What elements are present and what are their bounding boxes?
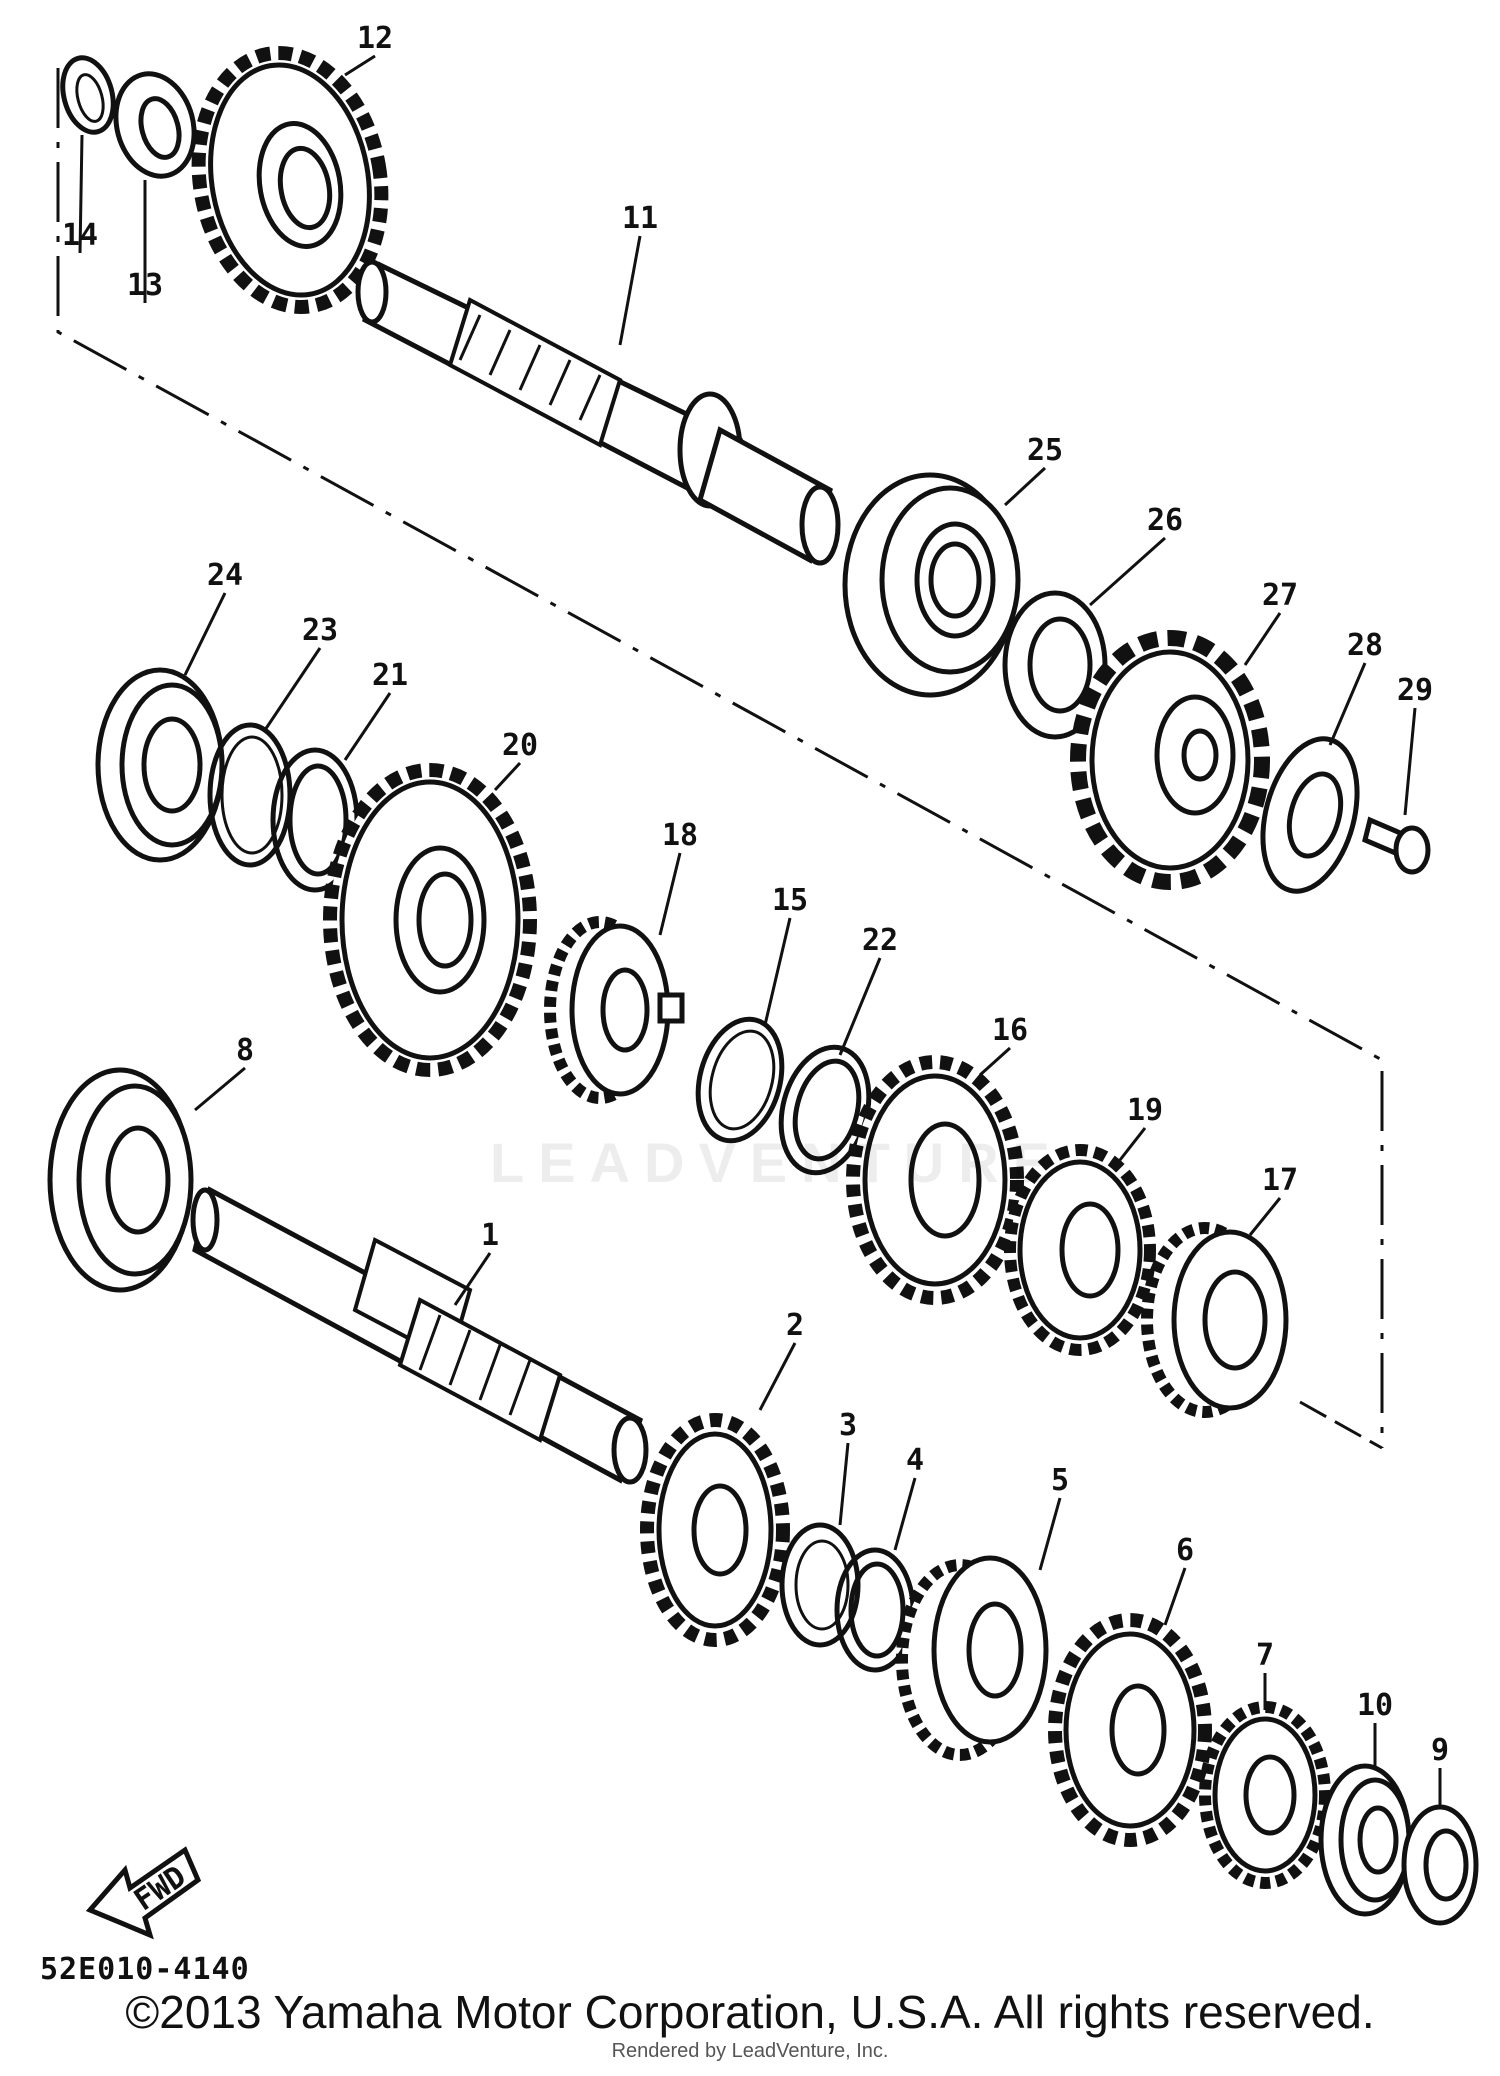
leader-line-11 <box>618 235 642 346</box>
part-2-gear[interactable] <box>640 1413 790 1647</box>
part-17-gear[interactable] <box>1141 1222 1289 1418</box>
callout-leaders <box>78 54 1442 1808</box>
watermark-text: LEADVENTURE <box>490 1131 1065 1194</box>
leader-line-22 <box>838 957 882 1056</box>
leader-line-29 <box>1403 707 1417 816</box>
part-25-bearing[interactable] <box>842 472 1021 698</box>
leader-line-15 <box>763 917 792 1026</box>
callout-label-10: 10 <box>1357 1688 1393 1723</box>
fwd-arrow-icon <box>85 1846 202 1940</box>
leader-line-26 <box>1089 536 1166 607</box>
part-14-circlip[interactable] <box>55 52 121 138</box>
part-23-circlip[interactable] <box>207 722 293 868</box>
diagram-code: 52E010-4140 <box>40 1952 250 1987</box>
part-13-washer[interactable] <box>105 65 205 185</box>
part-8-bearing[interactable] <box>47 1067 194 1293</box>
part-3-circlip[interactable] <box>779 1522 861 1648</box>
part-5-gear[interactable] <box>896 1555 1049 1761</box>
callout-label-26: 26 <box>1147 503 1183 538</box>
part-28-lock-washer[interactable] <box>1247 728 1372 901</box>
callout-label-4: 4 <box>906 1443 924 1478</box>
leader-line-5 <box>1038 1497 1062 1571</box>
part-19-gear[interactable] <box>1004 1144 1156 1356</box>
callout-label-27: 27 <box>1262 578 1298 613</box>
leader-line-1 <box>453 1252 492 1306</box>
callout-label-20: 20 <box>502 728 538 763</box>
callout-label-2: 2 <box>786 1308 804 1343</box>
part-15-circlip[interactable] <box>685 1010 794 1150</box>
leader-line-17 <box>1248 1197 1282 1236</box>
callout-label-19: 19 <box>1127 1093 1163 1128</box>
callout-label-13: 13 <box>127 268 163 303</box>
leader-line-19 <box>1118 1127 1147 1161</box>
callout-label-7: 7 <box>1256 1638 1274 1673</box>
part-24-bearing[interactable] <box>95 667 225 863</box>
part-12-gear[interactable] <box>179 38 401 321</box>
callout-label-11: 11 <box>622 201 658 236</box>
part-20-gear[interactable] <box>323 763 537 1077</box>
leader-line-2 <box>758 1342 797 1411</box>
leader-line-23 <box>263 647 322 731</box>
callout-label-28: 28 <box>1347 628 1383 663</box>
leader-line-24 <box>183 592 227 676</box>
leader-line-25 <box>1003 466 1047 507</box>
part-11-main-shaft[interactable] <box>355 259 841 566</box>
callout-label-15: 15 <box>772 883 808 918</box>
part-1-drive-axle[interactable] <box>190 1186 649 1485</box>
part-9-oil-seal[interactable] <box>1401 1804 1479 1926</box>
leader-line-6 <box>1163 1567 1187 1626</box>
leader-line-28 <box>1328 662 1367 746</box>
leader-line-21 <box>343 692 392 761</box>
callout-label-6: 6 <box>1176 1533 1194 1568</box>
leader-line-18 <box>658 852 682 936</box>
callout-label-18: 18 <box>662 818 698 853</box>
part-27-drive-sprocket[interactable] <box>1070 630 1270 890</box>
leader-line-20 <box>493 761 522 792</box>
callout-label-17: 17 <box>1262 1163 1298 1198</box>
part-6-gear[interactable] <box>1048 1613 1212 1847</box>
callout-label-22: 22 <box>862 923 898 958</box>
part-18-gear[interactable] <box>544 916 685 1104</box>
callout-label-24: 24 <box>207 558 243 593</box>
callout-label-9: 9 <box>1431 1733 1449 1768</box>
callout-labels: 1234567891011121314151617181920212223242… <box>62 21 1449 1768</box>
callout-label-23: 23 <box>302 613 338 648</box>
leader-line-27 <box>1243 612 1282 666</box>
callout-label-25: 25 <box>1027 433 1063 468</box>
leader-line-4 <box>893 1477 917 1551</box>
callout-label-21: 21 <box>372 658 408 693</box>
leader-line-8 <box>194 1066 246 1112</box>
callout-label-5: 5 <box>1051 1463 1069 1498</box>
copyright-notice: ©2013 Yamaha Motor Corporation, U.S.A. A… <box>125 1986 1375 2038</box>
leader-line-14 <box>78 134 84 254</box>
part-10-bearing[interactable] <box>1318 1763 1412 1917</box>
callout-label-12: 12 <box>357 21 393 56</box>
part-7-gear[interactable] <box>1199 1701 1331 1889</box>
part-26-oil-seal[interactable] <box>1002 590 1108 740</box>
callout-label-3: 3 <box>839 1408 857 1443</box>
rendered-by-credit: Rendered by LeadVenture, Inc. <box>611 2040 889 2062</box>
leader-line-3 <box>838 1442 850 1526</box>
callout-label-1: 1 <box>481 1218 499 1253</box>
callout-label-8: 8 <box>236 1033 254 1068</box>
callout-label-14: 14 <box>62 218 98 253</box>
assembly-frame-lines <box>56 68 1384 1450</box>
callout-label-29: 29 <box>1397 673 1433 708</box>
callout-label-16: 16 <box>992 1013 1028 1048</box>
leader-line-16 <box>978 1046 1012 1077</box>
part-29-bolt[interactable] <box>1362 816 1431 875</box>
part-16-gear[interactable] <box>846 1055 1024 1305</box>
leader-line-12 <box>344 54 376 77</box>
part-4-washer[interactable] <box>834 1547 916 1673</box>
